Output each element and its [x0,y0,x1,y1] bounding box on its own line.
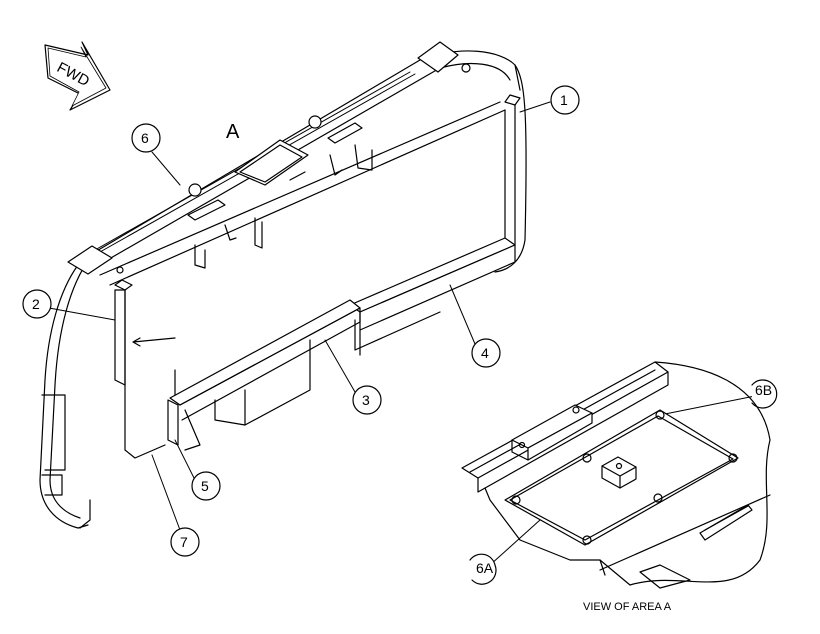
callout-5: 5 [201,478,209,494]
callout-7: 7 [180,534,188,550]
callout-6b: 6B [755,382,772,398]
callout-circles [22,85,778,585]
leader-lines [48,101,756,566]
frame-assembly [39,41,527,529]
callout-2: 2 [32,296,40,312]
callout-3: 3 [362,392,370,408]
callout-1: 1 [560,92,568,108]
detail-view-area-a [461,361,771,589]
detail-view-caption: VIEW OF AREA A [583,601,672,613]
area-a-marker: A [226,121,240,143]
callout-6a: 6A [476,560,494,576]
fwd-arrow: FWD [44,41,111,111]
callout-4: 4 [481,345,489,361]
callout-6: 6 [141,130,149,146]
